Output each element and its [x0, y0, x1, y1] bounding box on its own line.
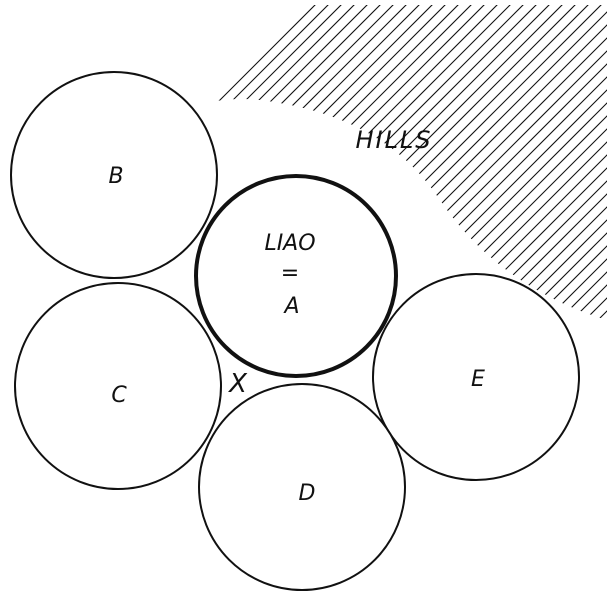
- circle-b-label: B: [108, 164, 123, 189]
- circle-e-label: E: [471, 367, 485, 392]
- a-label: A: [282, 294, 299, 319]
- liao-label: LIAO: [264, 231, 315, 256]
- circle-c-label: C: [111, 383, 127, 408]
- circle-d: [198, 383, 406, 591]
- hatch-line: [583, 5, 607, 320]
- circle-a-liao: [194, 174, 398, 378]
- circle-b: [10, 71, 218, 279]
- liao-equals-sign: =: [281, 261, 299, 286]
- hatch-line: [284, 5, 607, 320]
- hills-label: HILLS: [355, 126, 432, 154]
- circle-c: [14, 282, 222, 490]
- circle-e: [372, 273, 580, 481]
- point-x-label: X: [227, 369, 248, 399]
- circle-d-label: D: [299, 481, 316, 506]
- hatch-line: [570, 5, 607, 320]
- hatch-line: [271, 5, 607, 320]
